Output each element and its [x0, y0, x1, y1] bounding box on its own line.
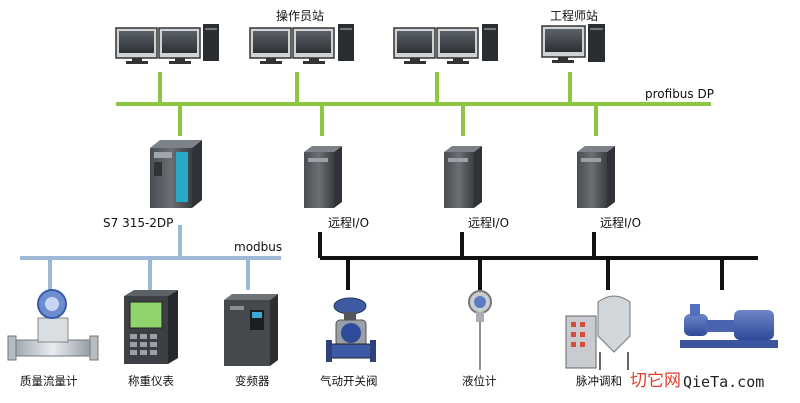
remote-io-module-1 [304, 146, 342, 208]
operator-station-1 [115, 24, 219, 64]
level-meter-icon [468, 290, 492, 370]
engineer-station-label: 工程师站 [550, 9, 599, 23]
frequency-converter-icon [224, 294, 278, 366]
pneumatic-valve-label: 气动开关阀 [320, 374, 378, 388]
remote-io-module-3 [577, 146, 615, 208]
remote-io-label-3: 远程I/O [600, 216, 642, 230]
frequency-converter-label: 变频器 [235, 374, 270, 388]
modbus-bus [20, 225, 281, 290]
level-meter-label: 液位计 [462, 374, 497, 388]
operator-station-label: 操作员站 [276, 9, 325, 23]
remote-io-module-2 [444, 146, 482, 208]
remote-io-label-2: 远程I/O [468, 216, 510, 230]
weighing-instrument-label: 称重仪表 [128, 374, 174, 388]
weighing-instrument-icon [124, 290, 178, 364]
mass-flow-meter-icon [7, 289, 99, 361]
plc-s7-315 [150, 140, 202, 208]
profibus-bus [116, 72, 711, 136]
plc-label: S7 315-2DP [103, 216, 174, 230]
pump-icon [680, 304, 778, 348]
watermark-en: QieTa.com [683, 373, 765, 391]
field-bus [318, 232, 758, 290]
profibus-label: profibus DP [645, 87, 714, 101]
modbus-label: modbus [234, 240, 283, 254]
remote-io-label-1: 远程I/O [328, 216, 370, 230]
pulse-regulator-icon [565, 295, 631, 370]
watermark-cn: 切它网 [630, 371, 681, 391]
pneumatic-valve-icon [326, 297, 376, 362]
pulse-regulator-label: 脉冲调和 [576, 374, 622, 388]
operator-station-3 [393, 24, 498, 64]
mass-flow-meter-label: 质量流量计 [20, 374, 78, 388]
engineer-station [541, 24, 605, 63]
operator-station-2 [249, 24, 354, 64]
